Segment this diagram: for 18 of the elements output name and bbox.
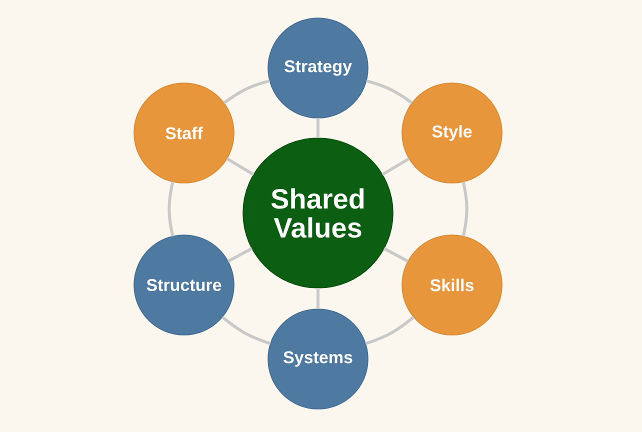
connector-line [316, 288, 320, 309]
connector-line [382, 157, 410, 176]
circle-node: Staff [134, 82, 234, 184]
ring-arc [462, 181, 468, 237]
connector-line [383, 247, 409, 263]
connector-line [226, 157, 254, 176]
ring-arc [168, 181, 174, 237]
ring-arc [223, 79, 270, 104]
ring-arc [365, 316, 415, 346]
circle-node: Skills [402, 234, 502, 336]
circle-node: Style [402, 82, 502, 184]
connector-line [227, 247, 253, 263]
ring-arc [221, 316, 271, 346]
circle-node: Strategy [268, 18, 368, 118]
circle-node: Systems [268, 308, 368, 410]
ring-arc [366, 79, 413, 104]
connector-line [316, 118, 320, 138]
circle-node: Structure [134, 234, 234, 336]
